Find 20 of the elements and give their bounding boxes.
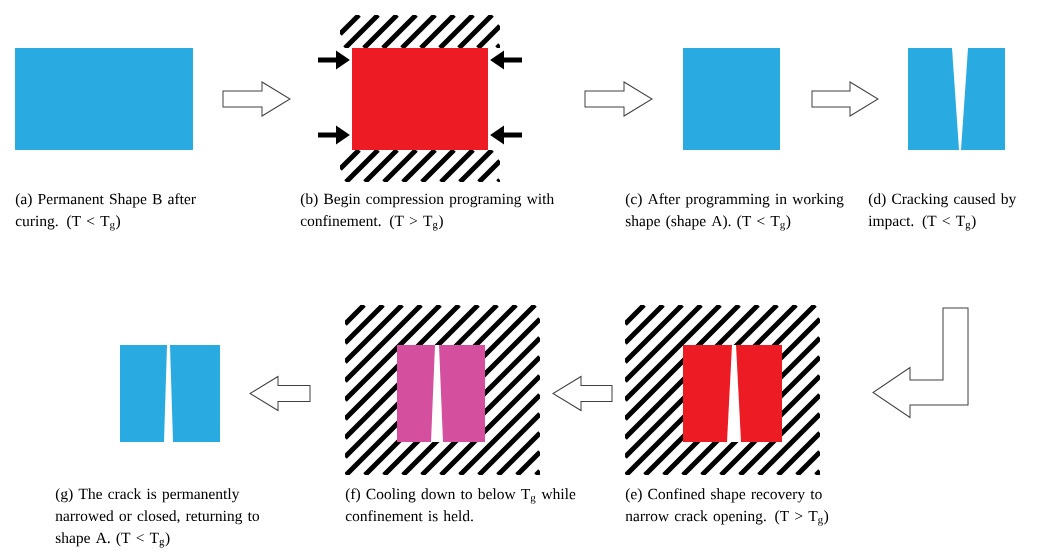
hollow-arrow xyxy=(552,376,613,411)
node-label: (b) Begin compression programing with confinement. (T > T$_{g}$) xyxy=(300,193,554,231)
hollow-arrow xyxy=(584,81,653,117)
node-label: (g) The crack is permanently narrowed or closed, returning to shape A. (T < T$_{g}$) xyxy=(55,488,260,548)
hollow-arrow xyxy=(872,307,969,418)
specimen-block xyxy=(15,48,193,150)
node-label: (c) After programming in working shape (shape A). (T < T$_{g}$) xyxy=(625,193,844,231)
node-label: (d) Cracking caused by impact. (T < T$_{g}$) xyxy=(868,193,1017,231)
node-label: (a) Permanent Shape B after curing. (T < T$_{g}$) xyxy=(15,193,196,231)
confined-specimen-drawing xyxy=(625,305,820,475)
specimen-block xyxy=(908,48,1005,150)
confined-specimen-drawing xyxy=(345,305,540,475)
specimen-block xyxy=(683,48,780,150)
node-label: (f) Cooling down to below T$_{g}$ while confinement is held. xyxy=(345,488,576,522)
hollow-arrow xyxy=(249,376,311,411)
confined-specimen-drawing xyxy=(318,15,522,182)
hollow-arrow xyxy=(222,81,291,117)
hollow-arrow xyxy=(811,81,879,117)
specimen-block xyxy=(120,345,220,442)
node-label: (e) Confined shape recovery to narrow crack opening. (T > T$_{g}$) xyxy=(625,488,829,526)
